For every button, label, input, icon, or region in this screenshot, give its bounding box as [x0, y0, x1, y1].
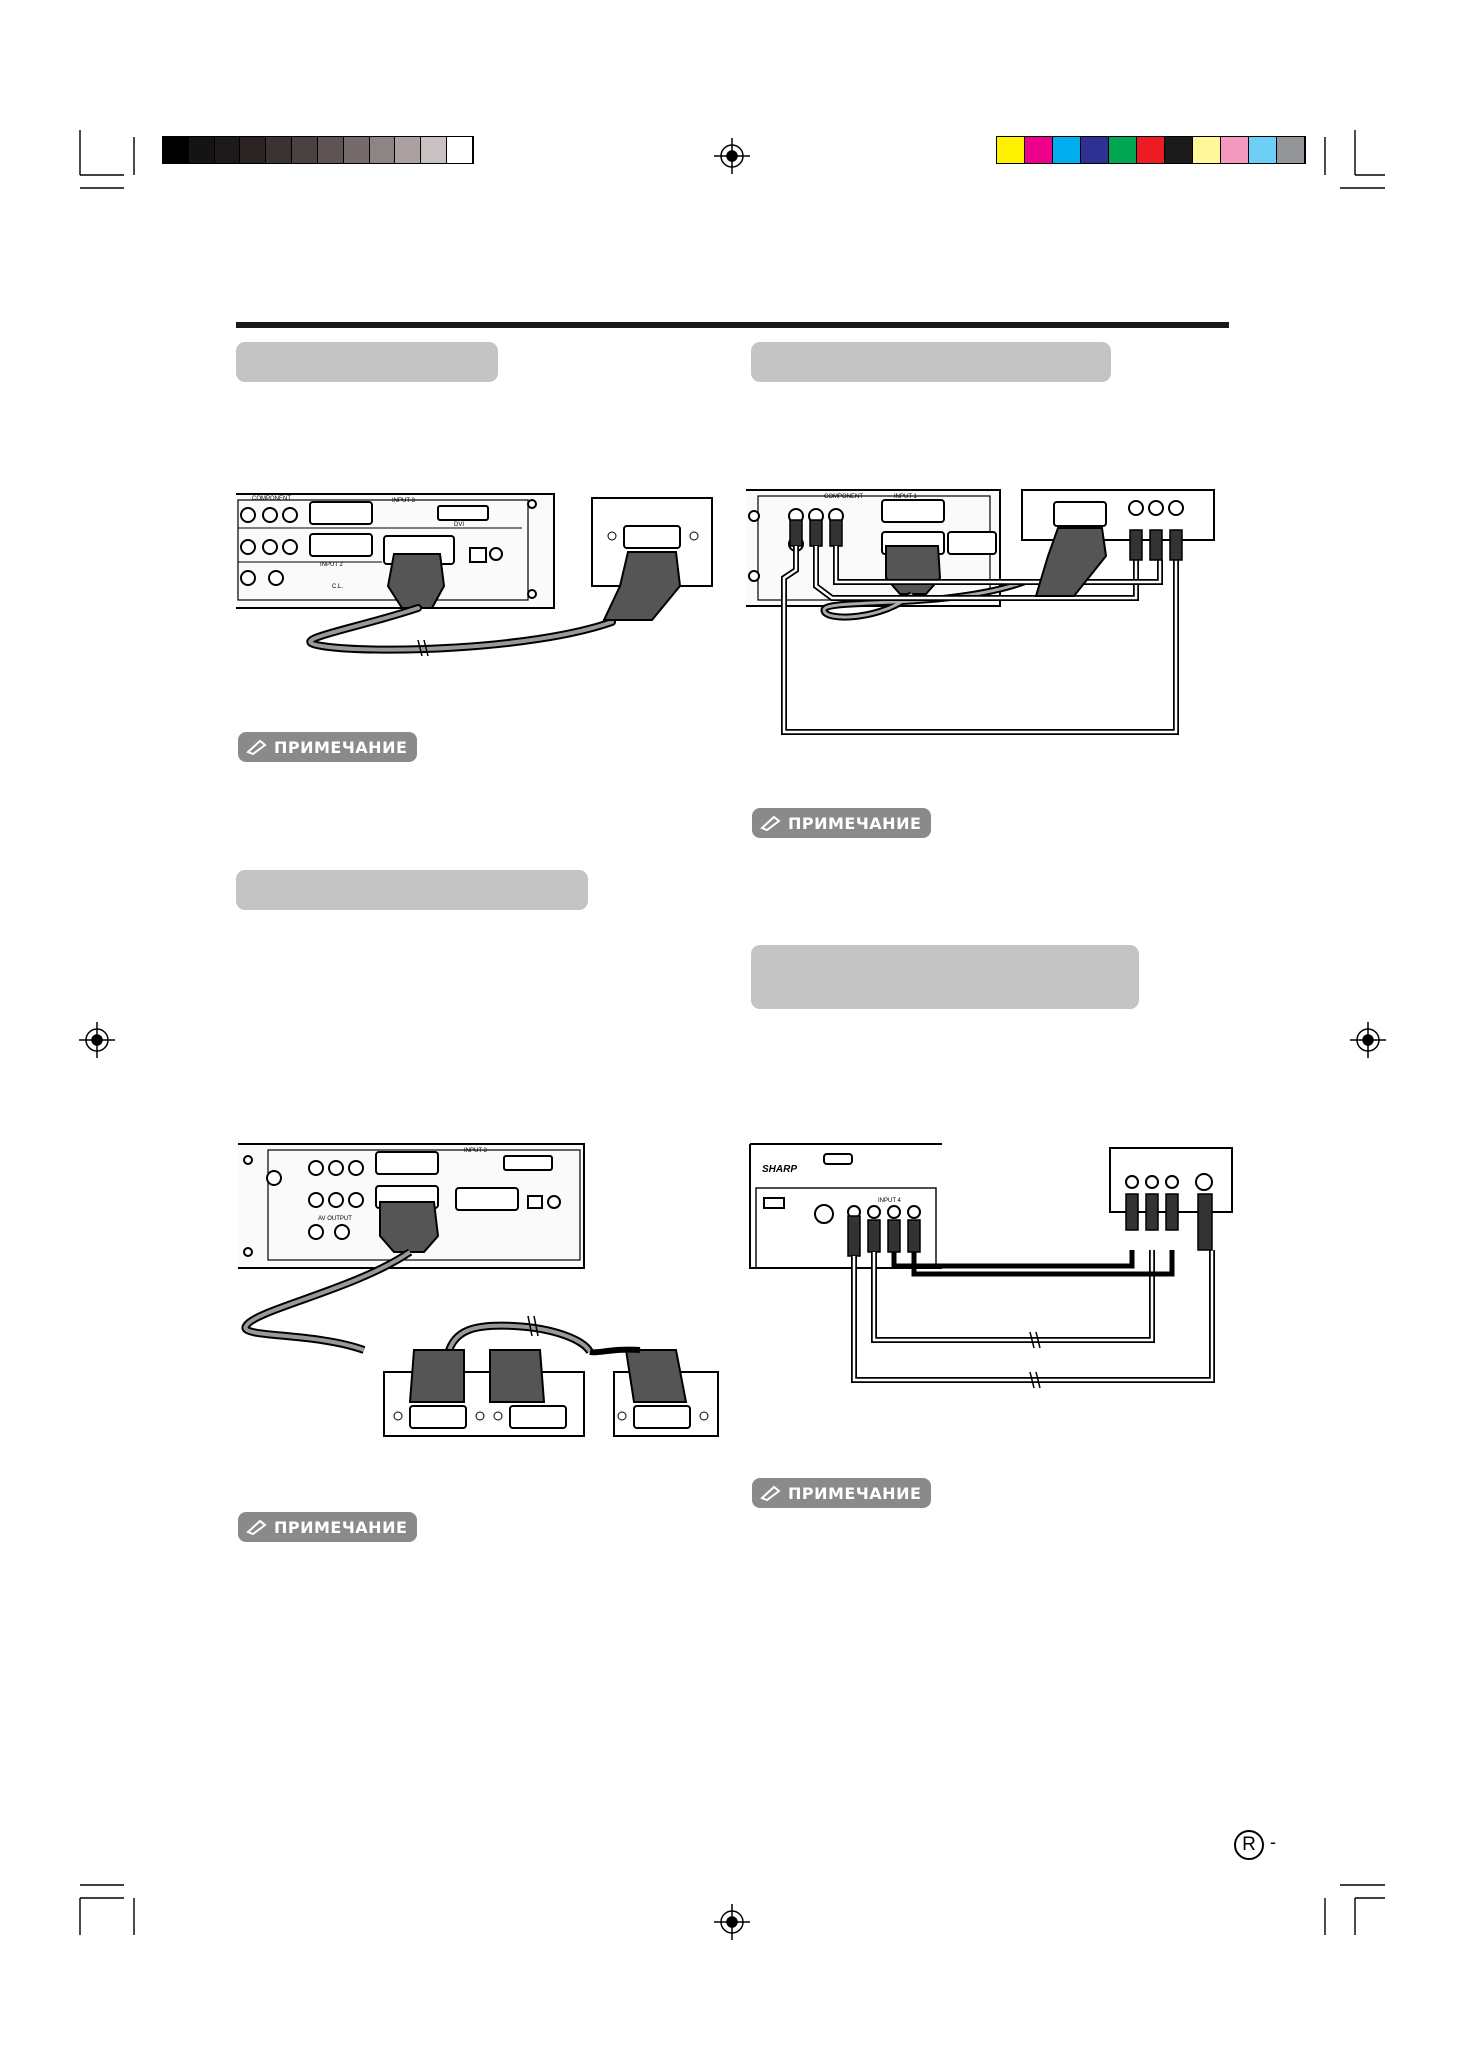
gray-swatch-11	[447, 137, 473, 163]
color-swatch-6	[1165, 137, 1193, 163]
note-label: ПРИМЕЧАНИЕ	[788, 1483, 922, 1503]
color-swatch-2	[1053, 137, 1081, 163]
gray-swatch-3	[240, 137, 267, 163]
color-swatch-7	[1193, 137, 1221, 163]
gray-swatch-0	[163, 137, 189, 163]
note-badge-1: ПРИМЕЧАНИЕ	[238, 732, 418, 762]
note-label: ПРИМЕЧАНИЕ	[274, 1517, 408, 1537]
note-badge-4: ПРИМЕЧАНИЕ	[752, 1478, 932, 1508]
section-header-right-1	[751, 342, 1111, 382]
note-badge-3: ПРИМЕЧАНИЕ	[238, 1512, 418, 1542]
section-header-left-1	[236, 342, 498, 382]
note-label: ПРИМЕЧАНИЕ	[274, 737, 408, 757]
color-swatch-8	[1221, 137, 1249, 163]
color-swatch-4	[1109, 137, 1137, 163]
color-calibration-bar	[996, 136, 1306, 164]
diagram-tv-to-dvd-component-scart: COMPONENT INPUT 1	[746, 489, 1215, 735]
label-cl: C.L.	[332, 584, 343, 590]
color-swatch-10	[1277, 137, 1305, 163]
note-label: ПРИМЕЧАНИЕ	[788, 813, 922, 833]
gray-swatch-7	[343, 137, 370, 163]
pencil-icon	[760, 1485, 781, 1501]
tv-brand-logo: SHARP	[762, 1164, 797, 1175]
label-input4: INPUT 4	[878, 1198, 902, 1204]
diagram-tv-to-decoder-vcr-scart: INPUT 3 AV OUTPUT	[238, 1143, 719, 1437]
diagram-tv-to-vcr-scart: COMPONENT INPUT 3 DVI INPUT 2 C.L.	[236, 493, 713, 657]
pencil-icon	[246, 1519, 267, 1535]
section-header-left-2	[236, 870, 588, 910]
label-input2: INPUT 2	[320, 562, 344, 568]
color-swatch-0	[997, 137, 1025, 163]
section-rule	[236, 322, 1229, 328]
label-component: COMPONENT	[824, 494, 863, 500]
gray-swatch-6	[317, 137, 344, 163]
pencil-icon	[760, 815, 781, 831]
gray-swatch-2	[214, 137, 241, 163]
label-dvi: DVI	[454, 522, 464, 528]
color-swatch-3	[1081, 137, 1109, 163]
language-marker: R	[1234, 1830, 1264, 1860]
gray-swatch-10	[421, 137, 448, 163]
gray-swatch-1	[188, 137, 215, 163]
note-badge-2: ПРИМЕЧАНИЕ	[752, 808, 932, 838]
gray-swatch-9	[395, 137, 422, 163]
color-swatch-9	[1249, 137, 1277, 163]
pencil-icon	[246, 739, 267, 755]
gray-swatch-4	[266, 137, 293, 163]
label-component: COMPONENT	[252, 496, 291, 502]
diagram-tv-front-to-camcorder: SHARP INPUT 4	[749, 1143, 1233, 1389]
label-audio-out: AV OUTPUT	[318, 1216, 352, 1222]
label-input1: INPUT 1	[894, 494, 918, 500]
label-input3: INPUT 3	[392, 498, 416, 504]
section-header-right-2	[751, 945, 1139, 1009]
page-number-dash: -	[1270, 1832, 1276, 1852]
gray-swatch-8	[369, 137, 396, 163]
color-swatch-1	[1025, 137, 1053, 163]
grayscale-calibration-bar	[162, 136, 474, 164]
gray-swatch-5	[292, 137, 318, 163]
label-input3: INPUT 3	[464, 1148, 488, 1154]
registration-marks	[79, 138, 1386, 1940]
color-swatch-5	[1137, 137, 1165, 163]
